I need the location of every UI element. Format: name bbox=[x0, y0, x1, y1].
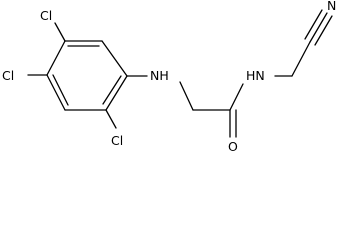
atom-label-amine-nh: NH bbox=[150, 68, 169, 83]
bond-nitrile-1 bbox=[304, 9, 323, 40]
bond-c4-c5-inner bbox=[52, 74, 69, 106]
bond-c3-cl-top bbox=[54, 22, 66, 42]
bond-c6-cl-bottom bbox=[105, 109, 117, 129]
bond-nh-ch2 bbox=[179, 81, 194, 111]
bond-c6-c1 bbox=[105, 75, 128, 111]
bond-carbonyl-hn bbox=[229, 83, 244, 111]
bond-nitrile-3 bbox=[314, 15, 333, 46]
atom-label-cl-top: Cl bbox=[40, 8, 52, 23]
atom-label-carbonyl-o: O bbox=[228, 139, 238, 154]
bond-nitrile-2 bbox=[309, 12, 328, 43]
atom-label-nitrile-n: N bbox=[327, 0, 336, 13]
bond-c1-c2 bbox=[101, 40, 128, 77]
bond-ch2-cn bbox=[291, 41, 311, 77]
bond-c6-c1-inner bbox=[102, 75, 122, 105]
molecule-structure: Cl Cl Cl NH HN O N bbox=[2, 0, 336, 154]
atom-label-amide-hn: HN bbox=[246, 68, 265, 83]
bond-c4-c5 bbox=[46, 74, 66, 111]
bond-c3-c4 bbox=[46, 40, 66, 76]
benzene-ring bbox=[46, 40, 128, 111]
atom-label-cl-bottom: Cl bbox=[111, 133, 123, 148]
atom-label-cl-left: Cl bbox=[2, 68, 14, 83]
